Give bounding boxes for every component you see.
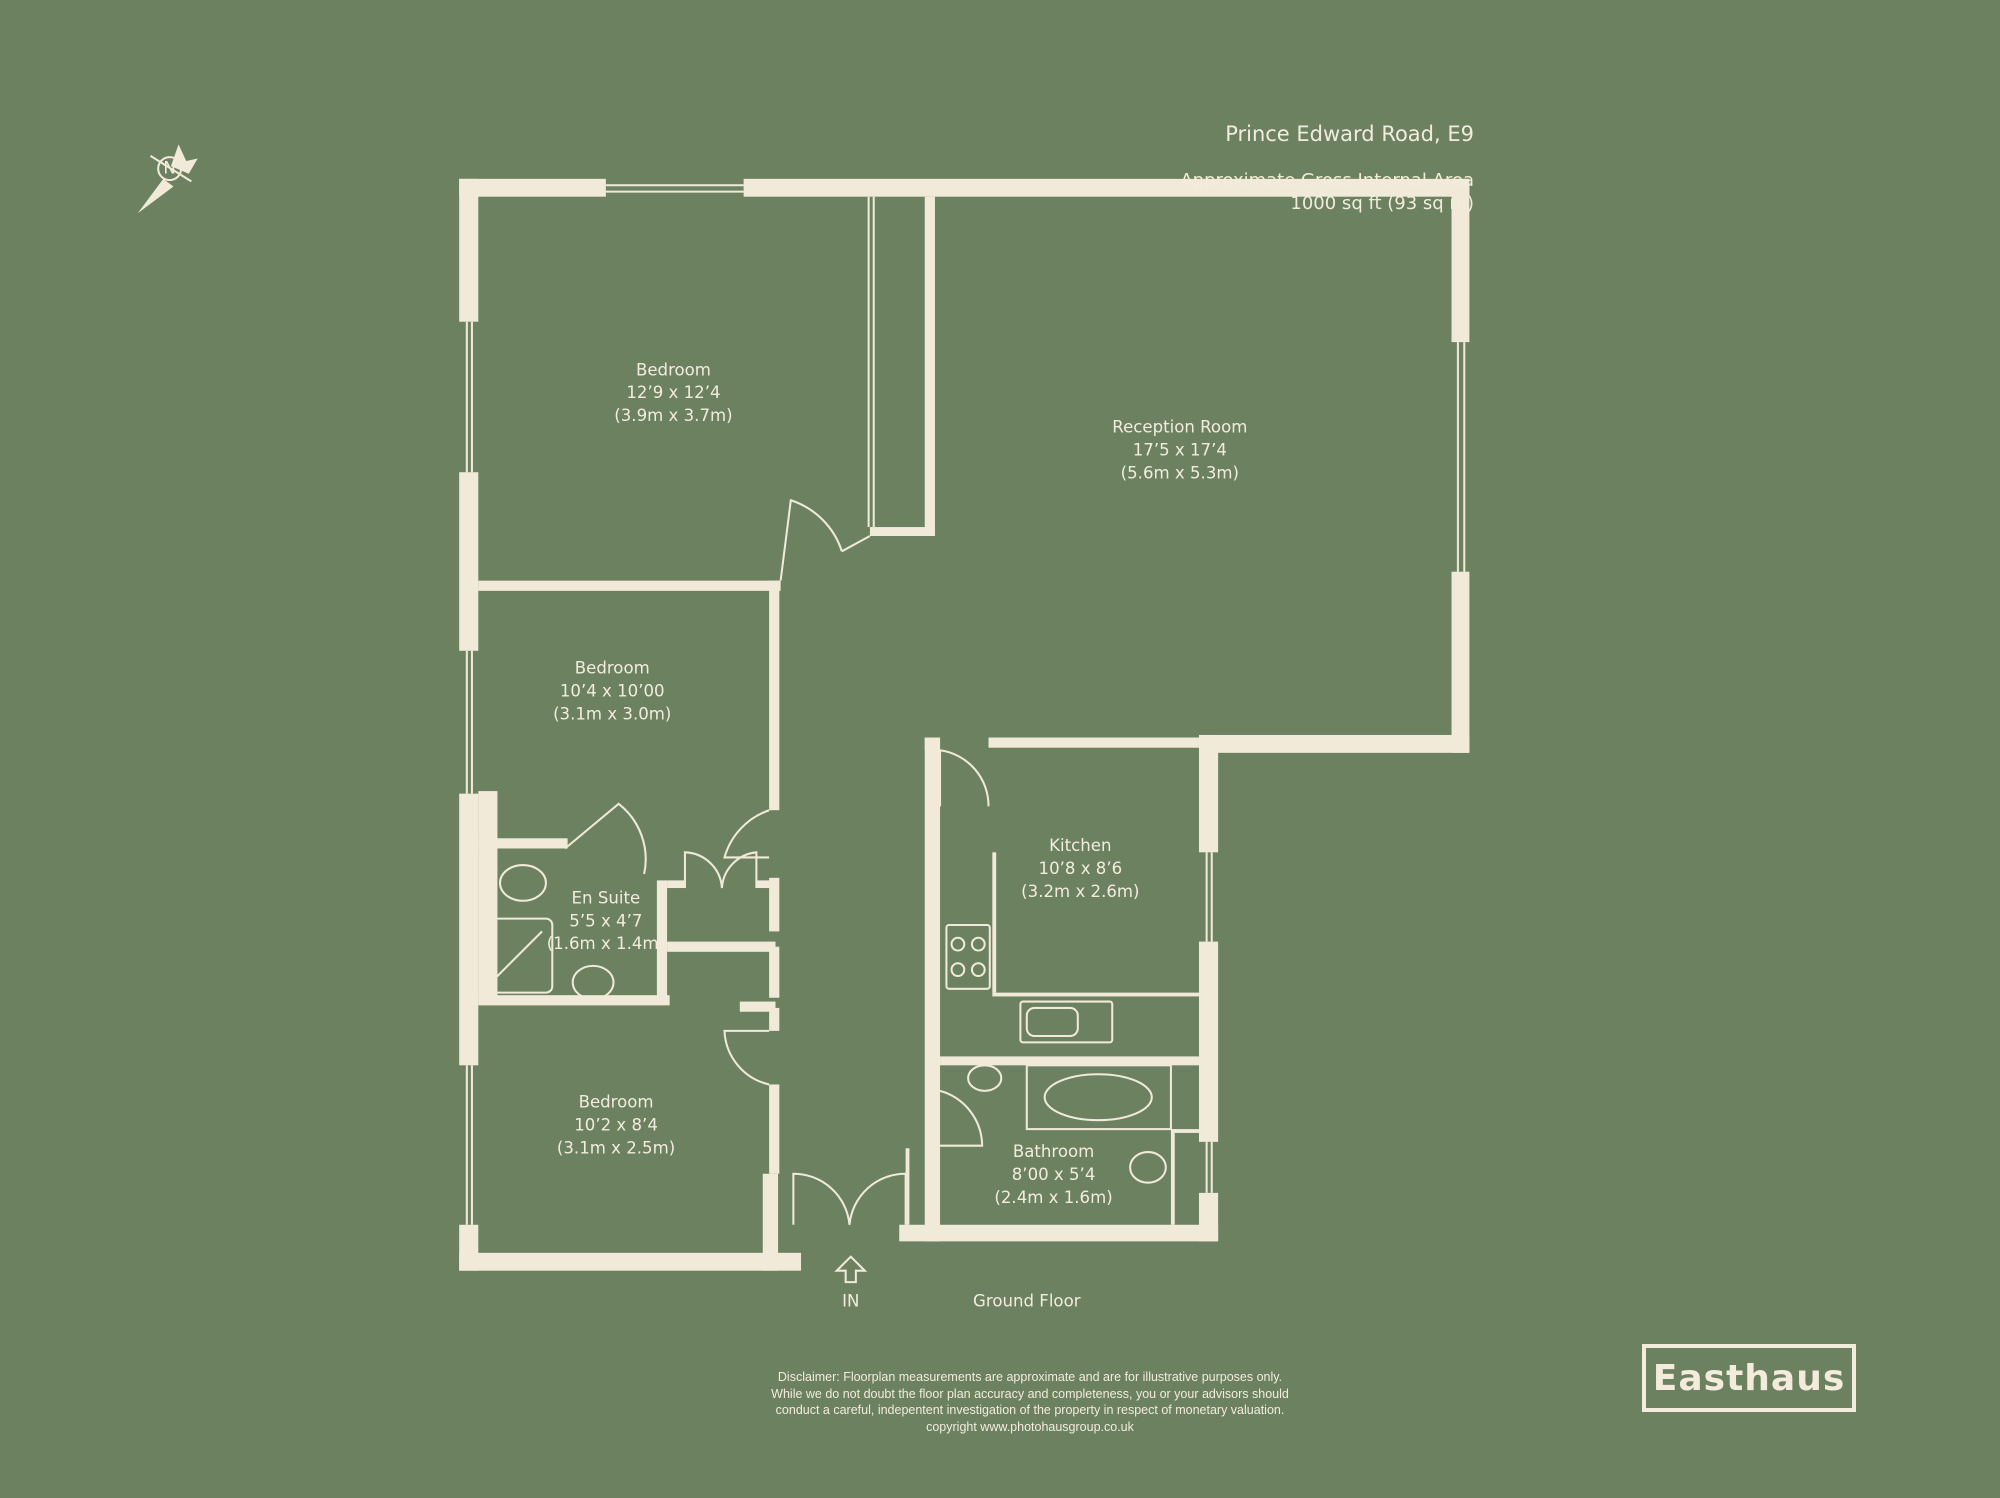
room-metric: (3.2m x 2.6m) (1021, 882, 1139, 901)
walls (459, 178, 1470, 1271)
room-name: Reception Room (1112, 418, 1247, 437)
area-value: 1000 sq ft (93 sq m) (1290, 193, 1474, 214)
room-en-suite: En Suite 5’5 x 4’7 (1.6m x 1.4m) (547, 888, 665, 953)
room-bathroom: Bathroom 8’00 x 5’4 (2.4m x 1.6m) (994, 1142, 1112, 1207)
copyright-line: copyright www.photohausgroup.co.uk (926, 1419, 1134, 1434)
room-imperial: 10’8 x 8’6 (1039, 859, 1123, 878)
room-bedroom-1: Bedroom 12’9 x 12’4 (3.9m x 3.7m) (614, 360, 732, 425)
room-kitchen: Kitchen 10’8 x 8’6 (3.2m x 2.6m) (1021, 836, 1139, 901)
disclaimer-line: conduct a careful, indepentent investiga… (775, 1403, 1285, 1417)
room-imperial: 17’5 x 17’4 (1133, 441, 1227, 460)
room-imperial: 10’4 x 10’00 (560, 682, 665, 701)
room-metric: (2.4m x 1.6m) (994, 1188, 1112, 1207)
area-label: Approximate Gross Internal Area (1180, 170, 1474, 191)
room-metric: (3.1m x 3.0m) (553, 705, 671, 724)
room-imperial: 10’2 x 8’4 (574, 1115, 658, 1134)
room-name: En Suite (572, 888, 641, 907)
room-name: Kitchen (1049, 836, 1111, 855)
easthaus-logo: Easthaus (1642, 1344, 1856, 1412)
floor-label: Ground Floor (973, 1291, 1081, 1310)
doors-fixtures (481, 498, 1172, 1284)
room-name: Bedroom (579, 1092, 654, 1111)
room-labels: Bedroom 12’9 x 12’4 (3.9m x 3.7m) Recept… (547, 360, 1248, 1310)
room-imperial: 12’9 x 12’4 (626, 383, 720, 402)
room-bedroom-3: Bedroom 10’2 x 8’4 (3.1m x 2.5m) (557, 1092, 675, 1157)
room-name: Bathroom (1013, 1142, 1094, 1161)
room-imperial: 8’00 x 5’4 (1012, 1165, 1096, 1184)
room-metric: (3.9m x 3.7m) (614, 406, 732, 425)
room-bedroom-2: Bedroom 10’4 x 10’00 (3.1m x 3.0m) (553, 659, 671, 724)
room-name: Bedroom (636, 360, 711, 379)
room-metric: (3.1m x 2.5m) (557, 1138, 675, 1157)
disclaimer-line: Disclaimer: Floorplan measurements are a… (777, 1370, 1283, 1384)
north-compass-icon: N (137, 144, 198, 214)
room-imperial: 5’5 x 4’7 (569, 911, 642, 930)
disclaimer-line: While we do not doubt the floor plan acc… (771, 1386, 1289, 1401)
room-metric: (1.6m x 1.4m) (547, 934, 665, 953)
room-name: Bedroom (575, 659, 650, 678)
room-reception: Reception Room 17’5 x 17’4 (5.6m x 5.3m) (1112, 418, 1247, 483)
compass-letter: N (163, 159, 175, 178)
disclaimer: Disclaimer: Floorplan measurements are a… (700, 1369, 1360, 1435)
entrance-label: IN (842, 1291, 859, 1310)
room-metric: (5.6m x 5.3m) (1121, 464, 1239, 483)
property-title: Prince Edward Road, E9 (1225, 122, 1474, 146)
